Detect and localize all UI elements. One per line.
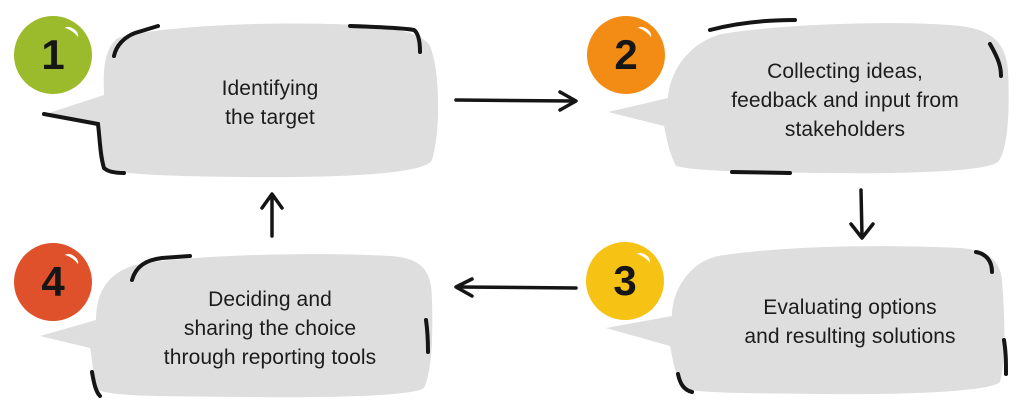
- step-2-line-3: stakeholders: [784, 117, 906, 141]
- step-4-number: 4: [41, 258, 65, 305]
- step-2-text: Collecting ideas, feedback and input fro…: [690, 50, 1000, 150]
- step-3-number: 3: [613, 257, 637, 304]
- bubble-4-outline-c: [90, 370, 102, 398]
- speech-bubble-1: [42, 23, 439, 178]
- step-1-number: 1: [41, 31, 65, 78]
- speech-bubble-4: [40, 254, 433, 398]
- step-2-line-1: Collecting ideas,: [767, 59, 923, 83]
- bubble-3-outline-c: [676, 372, 694, 394]
- bubble-4-outline-b: [424, 318, 430, 354]
- step-4-line-2: sharing the choice: [183, 316, 357, 340]
- step-4-line-1: Deciding and: [208, 287, 332, 311]
- arrow-step2-to-step3: [849, 188, 875, 240]
- bubble-3-fill: [606, 246, 1005, 395]
- step-4-text: Deciding and sharing the choice through …: [120, 280, 420, 376]
- bubble-2-outline-c: [730, 170, 792, 175]
- step-3-line-1: Evaluating options: [763, 296, 937, 319]
- bubble-1-fill: [46, 23, 439, 178]
- step-1-line-2: the target: [225, 106, 315, 129]
- arrow-step4-to-step1: [260, 192, 284, 238]
- arrow-step1-to-step2: [454, 90, 578, 112]
- step-3-badge: 3: [586, 242, 664, 320]
- step-3-text: Evaluating options and resulting solutio…: [700, 282, 1000, 362]
- bubble-1-outline: [112, 24, 160, 58]
- bubble-1-outline-b: [348, 24, 422, 54]
- step-4-badge: 4: [14, 243, 92, 321]
- bubble-1-outline-c: [42, 112, 126, 175]
- step-4-line-3: through reporting tools: [163, 345, 377, 369]
- speech-bubble-3: [606, 246, 1008, 395]
- step-2-badge: 2: [587, 16, 665, 94]
- step-1-badge: 1: [14, 16, 92, 94]
- bubble-3-outline: [974, 250, 994, 274]
- step-2-line-2: feedback and input from: [731, 88, 959, 112]
- bubble-2-outline: [708, 18, 797, 32]
- step-2-number: 2: [614, 31, 638, 78]
- step-1-line-1: Identifying: [221, 77, 319, 100]
- step-3-line-2: and resulting solutions: [744, 325, 956, 348]
- bubble-4-fill: [40, 254, 433, 398]
- bubble-2-outline-b: [988, 42, 1003, 78]
- step-1-text: Identifying the target: [130, 60, 410, 146]
- bubble-2-fill: [608, 23, 1009, 174]
- bubble-3-outline-b: [1002, 338, 1008, 376]
- bubble-4-outline: [130, 254, 192, 282]
- speech-bubble-2: [608, 18, 1009, 175]
- arrow-step3-to-step4: [454, 277, 578, 298]
